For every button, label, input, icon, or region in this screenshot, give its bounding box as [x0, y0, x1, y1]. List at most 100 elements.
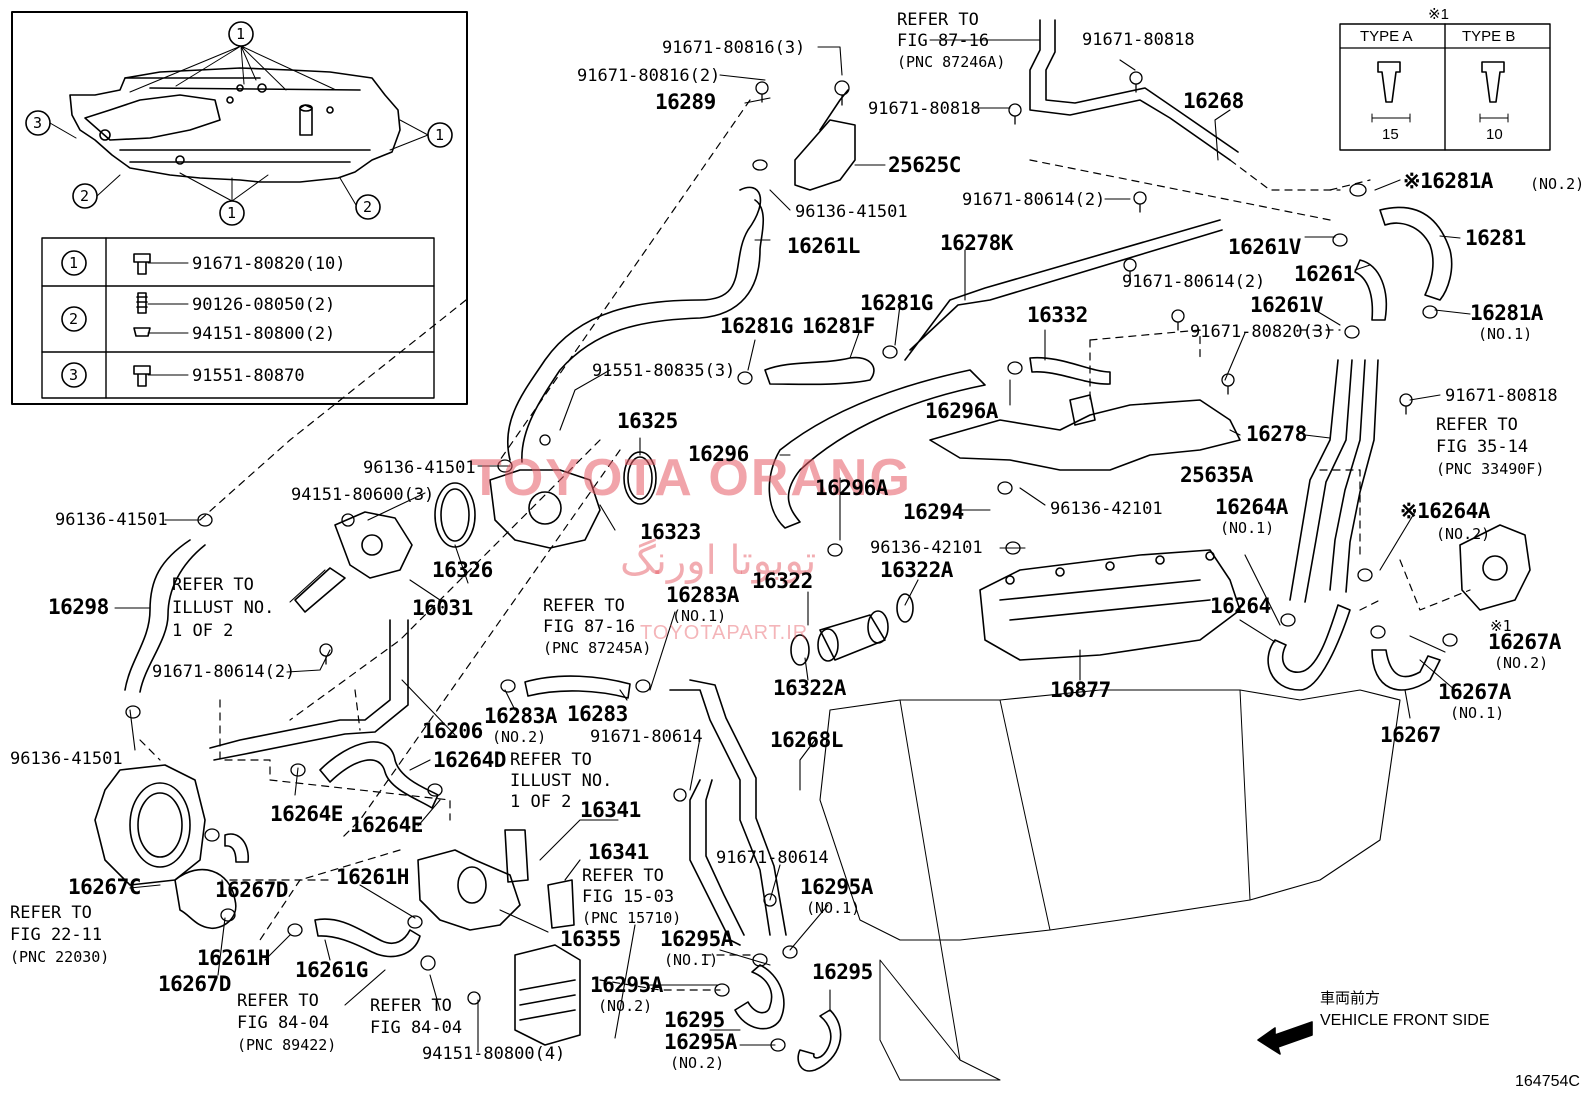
label-16355: 16355 [560, 927, 621, 951]
label-16261H-b: 16261H [197, 946, 270, 970]
label-16326: 16326 [432, 558, 493, 582]
ref-line: ILLUST NO. [510, 771, 613, 791]
ref-fig35-14: REFER TO FIG 35-14 (PNC 33490F) [1436, 414, 1544, 480]
label-16295: 16295 [812, 960, 873, 984]
ref-line: FIG 84-04 [370, 1018, 463, 1038]
components [94, 89, 1531, 1081]
label-16283A-no2: 16283A [484, 704, 557, 728]
ref-line: (PNC 22030) [10, 948, 110, 966]
label-16323: 16323 [640, 520, 701, 544]
ref-line: REFER TO [370, 996, 452, 1016]
small-parts [125, 71, 1458, 1052]
label-16267D-b: 16267D [158, 972, 231, 996]
label-16281F: 16281F [802, 314, 875, 338]
label-16295A-no1b: 16295A [660, 927, 733, 951]
label-91671-80614-b: 91671-80614 [716, 848, 829, 868]
label-16264E-b: 16264E [350, 813, 423, 837]
label-25625C: 25625C [888, 153, 961, 177]
label-16294: 16294 [903, 500, 964, 524]
label-25635A: 25635A [1180, 463, 1253, 487]
legend-row-3-no: 3 [69, 366, 79, 384]
ref-fig87-16-mid: REFER TO FIG 87-16 (PNC 87245A) [543, 596, 651, 659]
ref-fig87-16-top: REFER TO FIG 87-16 (PNC 87246A) [897, 10, 1005, 73]
label-16264D: 16264D [433, 748, 506, 772]
label-96136-42101-b: 96136-42101 [870, 538, 983, 558]
label-16298: 16298 [48, 595, 109, 619]
inset-callout-1-right: 1 [435, 126, 445, 144]
label-96136-41501-d: 96136-41501 [10, 749, 123, 769]
ref-line: FIG 84-04 [237, 1013, 330, 1033]
label-16281G-a: 16281G [860, 291, 933, 315]
label-94151-80800-4: 94151-80800(4) [422, 1044, 566, 1064]
label-16295A-no2a-suffix: (NO.2) [598, 997, 653, 1015]
ref-illust-2: REFER TO ILLUST NO. 1 OF 2 [510, 750, 612, 813]
ref-fig22-11: REFER TO FIG 22-11 (PNC 22030) [10, 902, 109, 968]
watermark-persian: تویوتا اورنگ [620, 538, 817, 584]
ref-illust-1: REFER TO ILLUST NO. 1 OF 2 [172, 574, 274, 643]
type-a-header: TYPE A [1360, 28, 1413, 45]
label-96136-41501-b: 96136-41501 [363, 458, 476, 478]
ref-fig84-04-a: REFER TO FIG 84-04 (PNC 89422) [237, 990, 336, 1056]
type-table-mark: ※1 [1428, 6, 1449, 23]
label-16325: 16325 [617, 409, 678, 433]
inset-callout-1-top: 1 [236, 25, 246, 43]
watermark-latin: TOYOTA ORANG [470, 449, 912, 507]
ref-line: REFER TO [510, 750, 592, 770]
ref-line: FIG 15-03 [582, 887, 675, 907]
type-b-header: TYPE B [1462, 28, 1516, 45]
label-16296A-a: 16296A [925, 399, 998, 423]
label-91671-80818-c: 91671-80818 [1445, 386, 1558, 406]
label-96136-41501-a: 96136-41501 [795, 202, 908, 222]
type-b-dimension: 10 [1486, 126, 1503, 143]
label-16264A-no1: 16264A [1215, 495, 1288, 519]
label-16278: 16278 [1246, 422, 1307, 446]
dashed-lines [139, 99, 1471, 991]
ref-line: REFER TO [543, 596, 625, 616]
label-16261V-b: 16261V [1250, 293, 1323, 317]
ref-line: REFER TO [1436, 415, 1518, 435]
label-16031: 16031 [412, 596, 473, 620]
label-16267A-no2-suffix: (NO.2) [1494, 654, 1549, 672]
label-16278K: 16278K [940, 231, 1013, 255]
inset-callout-3: 3 [33, 114, 43, 132]
label-16295A-no1a-suffix: (NO.1) [806, 899, 861, 917]
label-94151-80600-3: 94151-80600(3) [291, 485, 435, 505]
ref-line: ILLUST NO. [172, 598, 275, 618]
front-side-en: VEHICLE FRONT SIDE [1320, 1012, 1490, 1029]
label-16281G-b: 16281G [720, 314, 793, 338]
diagram-id: 164754C [1515, 1073, 1580, 1090]
ref-fig15-03: REFER TO FIG 15-03 (PNC 15710) [582, 866, 681, 929]
ref-line: (PNC 89422) [237, 1036, 337, 1054]
label-16877: 16877 [1050, 678, 1111, 702]
label-16281A-no2-suffix: (NO.2) [1530, 175, 1585, 193]
label-91671-80614-2-a: 91671-80614(2) [962, 190, 1106, 210]
label-16261: 16261 [1294, 262, 1355, 286]
ref-line: REFER TO [10, 903, 92, 923]
label-16264A-no1-suffix: (NO.1) [1220, 519, 1275, 537]
front-side-jp: 車両前方 [1320, 989, 1381, 1007]
inset-callout-2-right: 2 [363, 198, 373, 216]
label-16264A-no2-suffix: (NO.2) [1436, 525, 1491, 543]
legend-row-2-no: 2 [69, 310, 79, 328]
label-16295A-no2b-suffix: (NO.2) [670, 1054, 725, 1072]
ref-line: FIG 87-16 [897, 31, 990, 51]
label-16283A-no2-suffix: (NO.2) [492, 728, 547, 746]
legend-row-2-part-a: 90126-08050(2) [192, 295, 336, 315]
label-16341-a: 16341 [580, 798, 641, 822]
ref-fig84-04-b: REFER TO FIG 84-04 [370, 995, 462, 1039]
front-arrow [1257, 1021, 1313, 1055]
ref-line: 1 OF 2 [510, 792, 572, 812]
label-96136-42101-a: 96136-42101 [1050, 499, 1163, 519]
label-16289: 16289 [655, 90, 716, 114]
label-91671-80816-3: 91671-80816(3) [662, 38, 806, 58]
leader-lines [114, 39, 1471, 1053]
ref-line: FIG 87-16 [543, 617, 636, 637]
type-table [1339, 23, 1551, 151]
label-16261G: 16261G [295, 958, 368, 982]
legend-row-1-no: 1 [69, 254, 79, 272]
label-16283A-no1-suffix: (NO.1) [672, 607, 727, 625]
ref-line: REFER TO [237, 991, 319, 1011]
label-16261L: 16261L [787, 234, 860, 258]
label-16267: 16267 [1380, 723, 1441, 747]
